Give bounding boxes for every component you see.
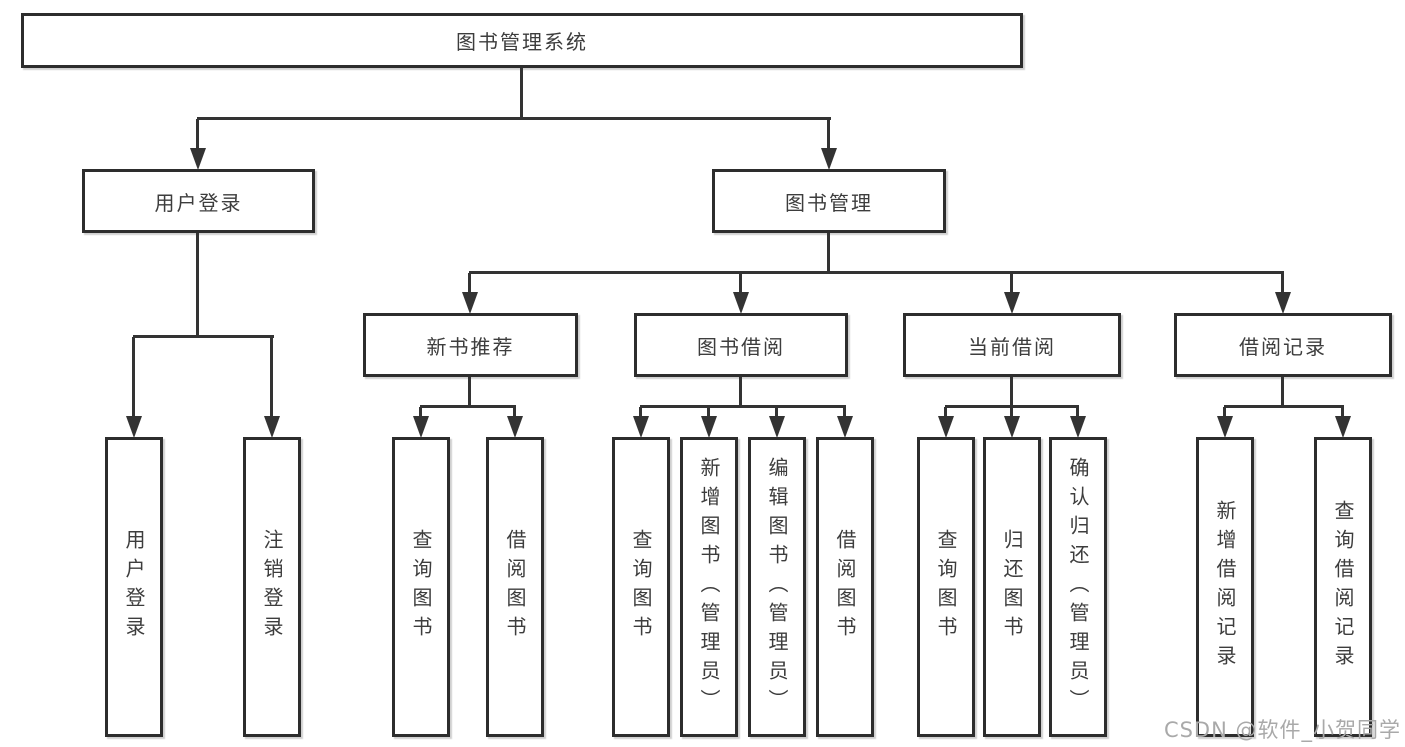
arrowhead-down-icon xyxy=(1217,416,1233,438)
connector-line xyxy=(1076,407,1079,418)
connector-line xyxy=(469,271,1284,274)
arrowhead-down-icon xyxy=(1004,416,1020,438)
connector-line xyxy=(944,407,947,418)
node-label: 查询图书 xyxy=(629,529,653,645)
arrowhead-down-icon xyxy=(190,148,206,170)
connector-line xyxy=(196,233,199,338)
arrowhead-down-icon xyxy=(1070,416,1086,438)
connector-line xyxy=(420,405,516,408)
connector-line xyxy=(1341,407,1344,418)
connector-line xyxy=(1010,377,1013,407)
arrowhead-down-icon xyxy=(938,416,954,438)
connector-line xyxy=(775,407,778,418)
connector-line xyxy=(1281,273,1284,294)
arrowhead-down-icon xyxy=(1004,292,1020,314)
connector-line xyxy=(1281,377,1284,407)
node-label: 图书管理系统 xyxy=(456,30,588,54)
connector-line xyxy=(843,407,846,418)
node-label: 借阅记录 xyxy=(1239,334,1327,359)
node-new-book-recommend: 新书推荐 xyxy=(363,313,578,377)
node-label: 注销登录 xyxy=(260,529,284,645)
node-label: 新书推荐 xyxy=(426,334,515,359)
leaf-borrow-books-recommend: 借阅图书 xyxy=(486,437,544,737)
leaf-add-borrow-record: 新增借阅记录 xyxy=(1196,437,1254,737)
connector-line xyxy=(827,233,830,273)
node-book-borrowing: 图书借阅 xyxy=(634,313,848,377)
connector-line xyxy=(133,335,274,338)
arrowhead-down-icon xyxy=(126,416,142,438)
node-label: 图书管理 xyxy=(785,190,873,215)
connector-line xyxy=(640,405,846,408)
node-label: 编辑图书（管理员） xyxy=(765,456,789,718)
node-label: 图书借阅 xyxy=(697,334,785,359)
arrowhead-down-icon xyxy=(769,416,785,438)
leaf-logout: 注销登录 xyxy=(243,437,301,737)
connector-line xyxy=(1010,273,1013,294)
arrowhead-down-icon xyxy=(821,148,837,170)
node-label: 归还图书 xyxy=(1000,529,1024,645)
leaf-edit-books-admin: 编辑图书（管理员） xyxy=(748,437,806,737)
node-label: 借阅图书 xyxy=(833,529,857,645)
connector-line xyxy=(419,407,422,418)
arrowhead-down-icon xyxy=(413,416,429,438)
connector-line xyxy=(739,273,742,294)
node-borrow-records: 借阅记录 xyxy=(1174,313,1392,377)
connector-line xyxy=(132,337,135,418)
node-label: 新增图书（管理员） xyxy=(697,456,721,718)
connector-line xyxy=(513,407,516,418)
connector-line xyxy=(739,377,742,407)
node-label: 查询借阅记录 xyxy=(1331,500,1355,674)
arrowhead-down-icon xyxy=(733,292,749,314)
arrowhead-down-icon xyxy=(507,416,523,438)
arrowhead-down-icon xyxy=(633,416,649,438)
connector-line xyxy=(270,337,273,418)
node-label: 借阅图书 xyxy=(503,529,527,645)
node-label: 查询图书 xyxy=(409,529,433,645)
connector-line xyxy=(1010,407,1013,418)
connector-line xyxy=(468,377,471,407)
arrowhead-down-icon xyxy=(462,292,478,314)
node-label: 当前借阅 xyxy=(968,334,1056,359)
connector-line xyxy=(520,68,523,118)
arrowhead-down-icon xyxy=(701,416,717,438)
connector-line xyxy=(196,119,199,150)
connector-line xyxy=(639,407,642,418)
arrowhead-down-icon xyxy=(1335,416,1351,438)
node-current-borrowing: 当前借阅 xyxy=(903,313,1121,377)
connector-line xyxy=(945,405,1079,408)
node-library-system: 图书管理系统 xyxy=(21,13,1023,68)
node-label: 用户登录 xyxy=(154,190,243,215)
connector-line xyxy=(707,407,710,418)
connector-line xyxy=(197,117,831,120)
leaf-query-books-recommend: 查询图书 xyxy=(392,437,450,737)
node-user-login: 用户登录 xyxy=(82,169,315,233)
node-label: 确认归还（管理员） xyxy=(1066,456,1090,718)
arrowhead-down-icon xyxy=(1275,292,1291,314)
arrowhead-down-icon xyxy=(264,416,280,438)
leaf-query-books-borrowing: 查询图书 xyxy=(612,437,670,737)
arrowhead-down-icon xyxy=(837,416,853,438)
connector-line xyxy=(1224,405,1344,408)
leaf-confirm-return-admin: 确认归还（管理员） xyxy=(1049,437,1107,737)
connector-line xyxy=(827,119,830,150)
connector-line xyxy=(468,273,471,294)
node-label: 新增借阅记录 xyxy=(1213,500,1237,674)
node-label: 查询图书 xyxy=(934,529,958,645)
leaf-add-books-admin: 新增图书（管理员） xyxy=(680,437,738,737)
leaf-borrow-books: 借阅图书 xyxy=(816,437,874,737)
leaf-query-borrow-record: 查询借阅记录 xyxy=(1314,437,1372,737)
node-book-management: 图书管理 xyxy=(712,169,946,233)
csdn-watermark: CSDN @软件_小贺同学 xyxy=(1163,718,1401,742)
node-label: 用户登录 xyxy=(122,529,146,645)
leaf-user-login: 用户登录 xyxy=(105,437,163,737)
connector-line xyxy=(1223,407,1226,418)
leaf-return-books: 归还图书 xyxy=(983,437,1041,737)
leaf-query-books-current: 查询图书 xyxy=(917,437,975,737)
